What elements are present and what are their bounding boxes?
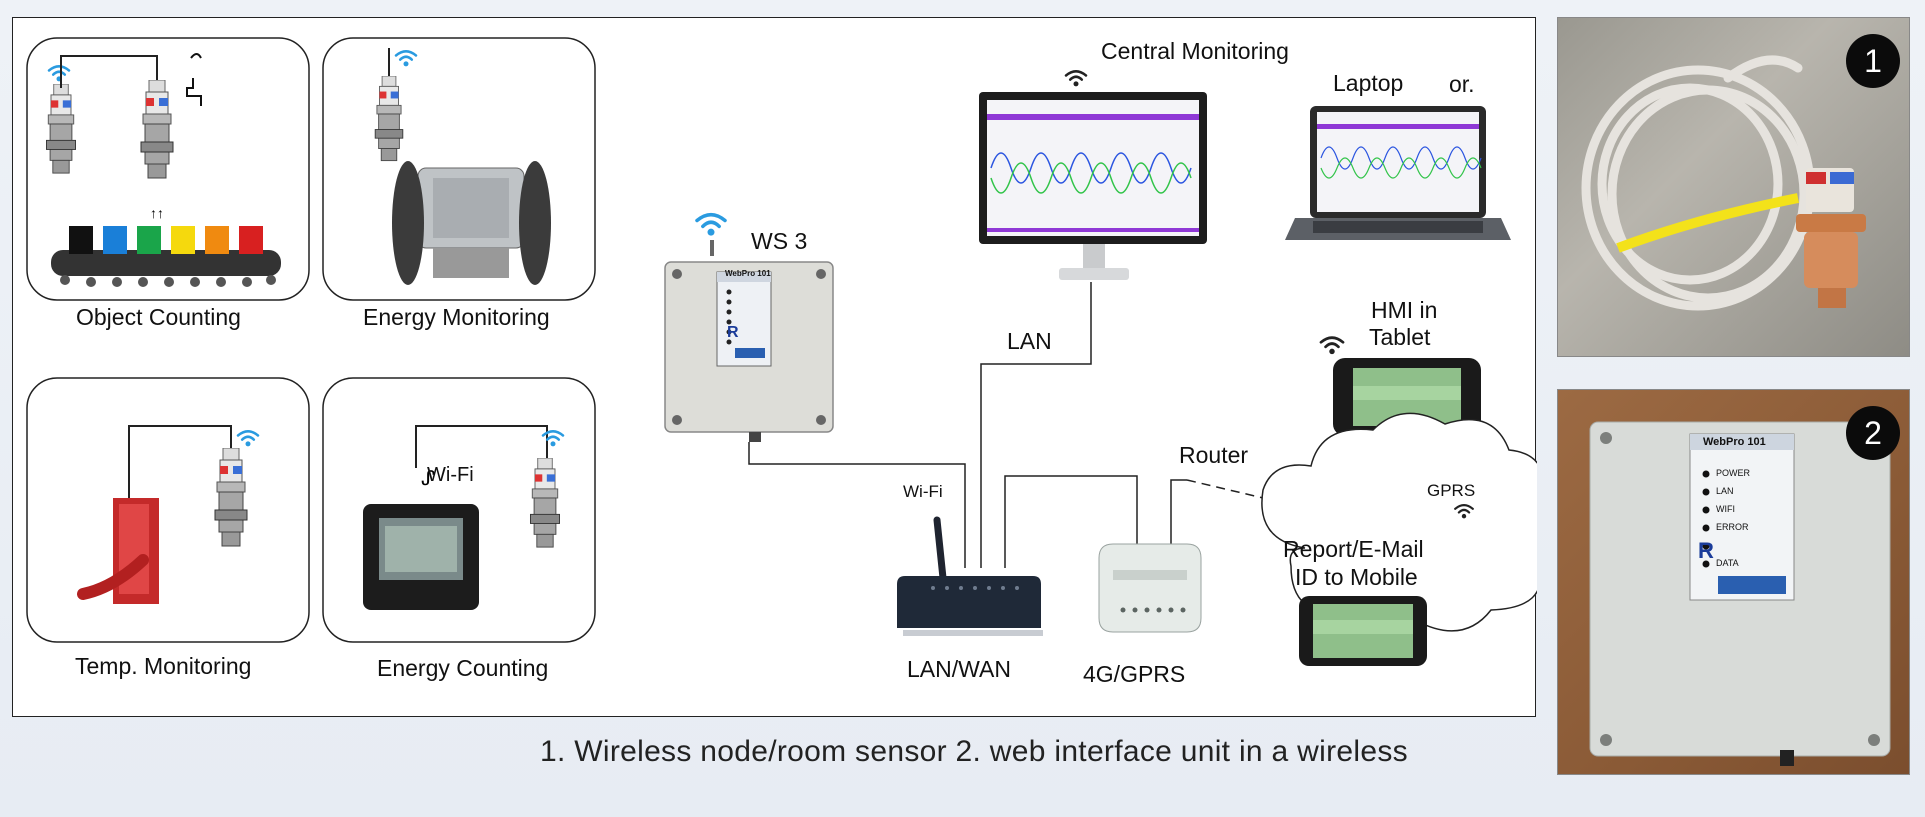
photo2-led-wifi: WIFI	[1716, 504, 1735, 514]
photo2-led-data: DATA	[1716, 558, 1739, 568]
svg-text:ᔑ: ᔑ	[421, 468, 435, 490]
cloud-label-line1: Report/E-Mail	[1283, 536, 1424, 562]
photo2-led-power: POWER	[1716, 468, 1751, 478]
lan-wan-label: LAN/WAN	[907, 656, 1011, 682]
mobile-cloud	[1261, 412, 1537, 666]
ws3-enclosure: R	[664, 212, 834, 442]
photo-web-interface-unit: R WebPro 101 POWER LAN WIFI ERROR DATA 2	[1557, 389, 1910, 775]
router-label: Router	[1179, 442, 1249, 468]
cloud-gprs-label: GPRS	[1427, 481, 1476, 500]
lan-label: LAN	[1007, 328, 1052, 354]
gprs-device	[1098, 543, 1202, 633]
laptop-label: Laptop	[1333, 70, 1404, 96]
photo-wireless-sensor: 1	[1557, 17, 1910, 357]
diagram-panel: ↑↑	[12, 17, 1537, 717]
enclosure-photo: R	[1589, 421, 1891, 766]
central-monitor	[979, 70, 1207, 280]
ws3-label: WS 3	[751, 228, 808, 254]
temp-monitoring-illustration	[77, 425, 260, 604]
hmi-label-line1: HMI in	[1371, 297, 1438, 323]
svg-text:↑↑: ↑↑	[150, 205, 164, 221]
photo2-device-title: WebPro 101	[1703, 436, 1766, 448]
gprs-device-label: 4G/GPRS	[1083, 661, 1186, 687]
svg-text:R: R	[727, 324, 739, 341]
photo-badge-1: 1	[1846, 34, 1900, 88]
cloud-label-line2: ID to Mobile	[1295, 564, 1418, 590]
energy-counting-illustration: ᔑ	[363, 425, 565, 610]
photo2-led-error: ERROR	[1716, 522, 1749, 532]
energy-monitoring-label: Energy Monitoring	[363, 304, 550, 330]
photo-badge-2: 2	[1846, 406, 1900, 460]
network-diagram: ↑↑	[26, 37, 1537, 666]
ws3-enclosure-title: WebPro 101	[725, 269, 771, 278]
figure-caption: 1. Wireless node/room sensor 2. web inte…	[540, 735, 1408, 768]
photo2-led-lan: LAN	[1716, 486, 1734, 496]
energy-monitoring-illustration	[374, 48, 551, 285]
object-counting-label: Object Counting	[76, 304, 241, 330]
lan-wan-router	[897, 516, 1043, 636]
or-label: or.	[1449, 71, 1475, 97]
network-wiring	[748, 282, 1332, 574]
central-monitoring-label: Central Monitoring	[1101, 38, 1289, 64]
hmi-label-line2: Tablet	[1369, 324, 1431, 350]
energy-counting-label: Energy Counting	[377, 655, 549, 681]
object-counting-illustration: ↑↑	[45, 53, 281, 287]
router-wifi-label: Wi-Fi	[903, 482, 943, 501]
hmi-tablet	[1319, 336, 1481, 436]
laptop	[1285, 106, 1511, 240]
temp-monitoring-label: Temp. Monitoring	[75, 653, 252, 679]
cable-sensor-photo	[1581, 55, 1866, 311]
wifi-glyph-label: Wi-Fi	[427, 464, 474, 486]
svg-text:R: R	[1698, 538, 1714, 563]
